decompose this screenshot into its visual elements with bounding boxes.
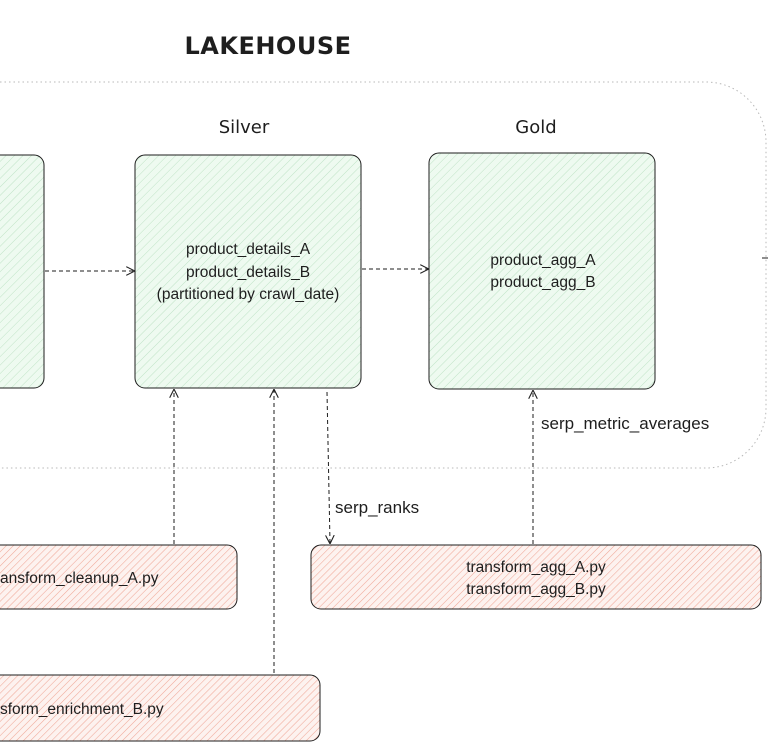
silver-storage-box[interactable] xyxy=(134,154,362,389)
gold-storage-box[interactable] xyxy=(428,152,656,390)
bronze-storage-box[interactable] xyxy=(0,154,45,389)
agg-script-box[interactable] xyxy=(310,544,762,610)
silver-table-line-3: (partitioned by crawl_date) xyxy=(157,286,340,303)
silver-table-line-2: product_details_B xyxy=(186,264,310,281)
gold-table-line-1: product_agg_A xyxy=(490,252,596,269)
edge-label-serp-metric-averages: serp_metric_averages xyxy=(541,414,709,433)
gold-table-line-2: product_agg_B xyxy=(490,274,595,291)
enrichment-script-label: sform_enrichment_B.py xyxy=(0,701,164,718)
enrichment-script-box[interactable] xyxy=(0,674,321,742)
cleanup-script-box[interactable] xyxy=(0,544,238,610)
layer-label-silver: Silver xyxy=(219,117,270,138)
edge-label-serp-ranks: serp_ranks xyxy=(335,498,419,517)
agg-script-line-1: transform_agg_A.py xyxy=(466,559,606,576)
diagram-title: LAKEHOUSE xyxy=(184,32,351,60)
layer-label-gold: Gold xyxy=(515,117,556,138)
silver-table-line-1: product_details_A xyxy=(186,241,311,258)
lakehouse-boundary xyxy=(0,81,767,469)
cleanup-script-label: ansform_cleanup_A.py xyxy=(0,570,159,587)
agg-script-line-2: transform_agg_B.py xyxy=(466,581,606,598)
arrow-silver-to-agg xyxy=(327,391,330,543)
